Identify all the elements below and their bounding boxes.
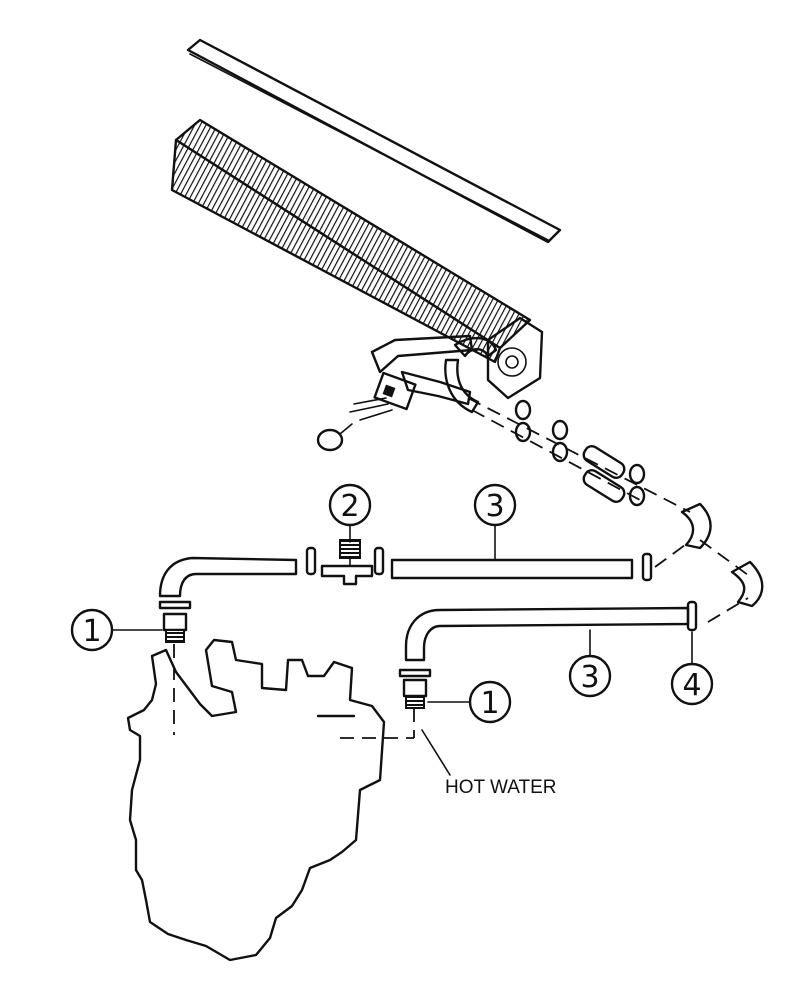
upper-hose-clamps bbox=[514, 399, 646, 507]
svg-text:1: 1 bbox=[82, 614, 101, 649]
svg-text:2: 2 bbox=[340, 489, 359, 524]
fitting-drop-lines bbox=[173, 644, 415, 739]
heater-tubes bbox=[349, 334, 498, 421]
right-engine-fitting bbox=[398, 668, 432, 709]
upper-elbow-hose bbox=[680, 502, 712, 550]
lower-elbow-hose bbox=[730, 560, 764, 608]
callout-leader-lines bbox=[111, 524, 693, 776]
svg-text:3: 3 bbox=[485, 489, 504, 524]
hose-routing-lines bbox=[467, 397, 749, 623]
lower-hose bbox=[404, 606, 690, 662]
upper-straight-hose bbox=[390, 558, 634, 580]
svg-text:4: 4 bbox=[682, 668, 701, 703]
callout-4-clamp: 4 bbox=[670, 662, 714, 706]
hot-water-label: HOT WATER bbox=[445, 777, 557, 798]
callout-1-right: 1 bbox=[468, 680, 512, 724]
callout-3-upper-hose: 3 bbox=[473, 483, 517, 527]
callout-1-left: 1 bbox=[70, 608, 114, 652]
engine-block-outline bbox=[126, 638, 386, 962]
tee-fitting bbox=[320, 539, 374, 586]
left-engine-fitting bbox=[158, 600, 192, 643]
valve-knob bbox=[316, 428, 344, 452]
callout-3-lower-hose: 3 bbox=[568, 654, 612, 698]
connector-tubes bbox=[305, 546, 698, 632]
short-hose-pieces bbox=[582, 445, 626, 503]
callout-2-tee: 2 bbox=[328, 483, 372, 527]
svg-text:3: 3 bbox=[580, 660, 599, 695]
svg-text:1: 1 bbox=[480, 686, 499, 721]
heater-core bbox=[170, 118, 544, 400]
upper-left-hose bbox=[158, 556, 298, 598]
